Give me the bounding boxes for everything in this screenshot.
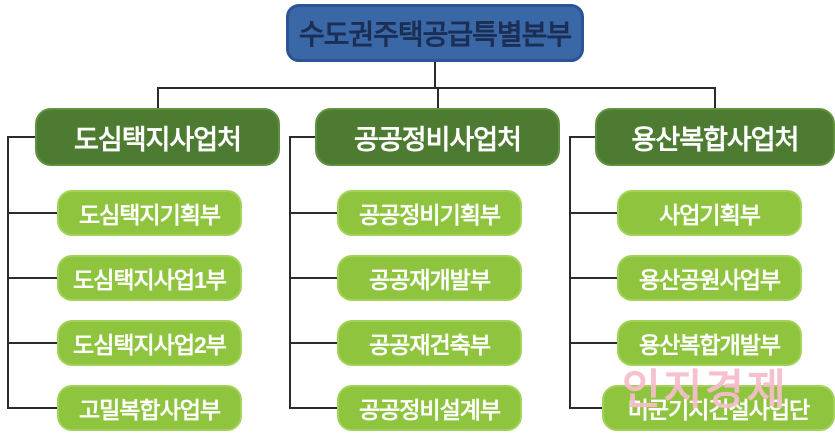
dept-stub-line <box>290 277 337 279</box>
branch-drop-line <box>714 87 716 108</box>
dept-box: 공공정비기획부 <box>337 190 522 236</box>
dept-box: 사업기획부 <box>617 190 802 236</box>
dept-box: 공공재개발부 <box>337 255 522 301</box>
dept-stub-line <box>290 212 337 214</box>
dept-box: 공공재건축부 <box>337 320 522 366</box>
dept-box: 도심택지기획부 <box>57 190 242 236</box>
dept-stub-line <box>8 212 57 214</box>
dept-stub-line <box>290 342 337 344</box>
branch-drop-line <box>436 87 439 108</box>
bus-line <box>156 87 716 89</box>
dept-stub-line <box>570 407 602 409</box>
root-drop-line <box>434 62 436 89</box>
dept-stub-line <box>570 342 617 344</box>
dept-stub-line <box>8 277 57 279</box>
dept-box: 용산복합개발부 <box>617 320 802 366</box>
dept-stub-line <box>570 277 617 279</box>
dept-box: 도심택지사업2부 <box>57 320 242 366</box>
spine-line <box>289 136 291 409</box>
branch-drop-line <box>156 87 159 108</box>
dept-box: 공공정비설계부 <box>337 385 522 431</box>
branch-box: 용산복합사업처 <box>595 108 835 166</box>
header-stub-line <box>570 136 595 138</box>
header-stub-line <box>8 136 35 138</box>
dept-stub-line <box>8 342 57 344</box>
spine-line <box>7 136 9 409</box>
header-stub-line <box>290 136 315 138</box>
org-root-label: 수도권주택공급특별본부 <box>298 19 572 50</box>
org-root-box: 수도권주택공급특별본부 <box>286 4 584 62</box>
dept-stub-line <box>8 407 57 409</box>
branch-box: 공공정비사업처 <box>315 108 560 166</box>
spine-line <box>569 136 571 409</box>
dept-box: 미군기지건설사업단 <box>602 385 835 431</box>
dept-box: 도심택지사업1부 <box>57 255 242 301</box>
branch-box: 도심택지사업처 <box>35 108 280 166</box>
dept-box: 고밀복합사업부 <box>57 385 242 431</box>
dept-stub-line <box>570 212 617 214</box>
dept-box: 용산공원사업부 <box>617 255 802 301</box>
dept-stub-line <box>290 407 337 409</box>
